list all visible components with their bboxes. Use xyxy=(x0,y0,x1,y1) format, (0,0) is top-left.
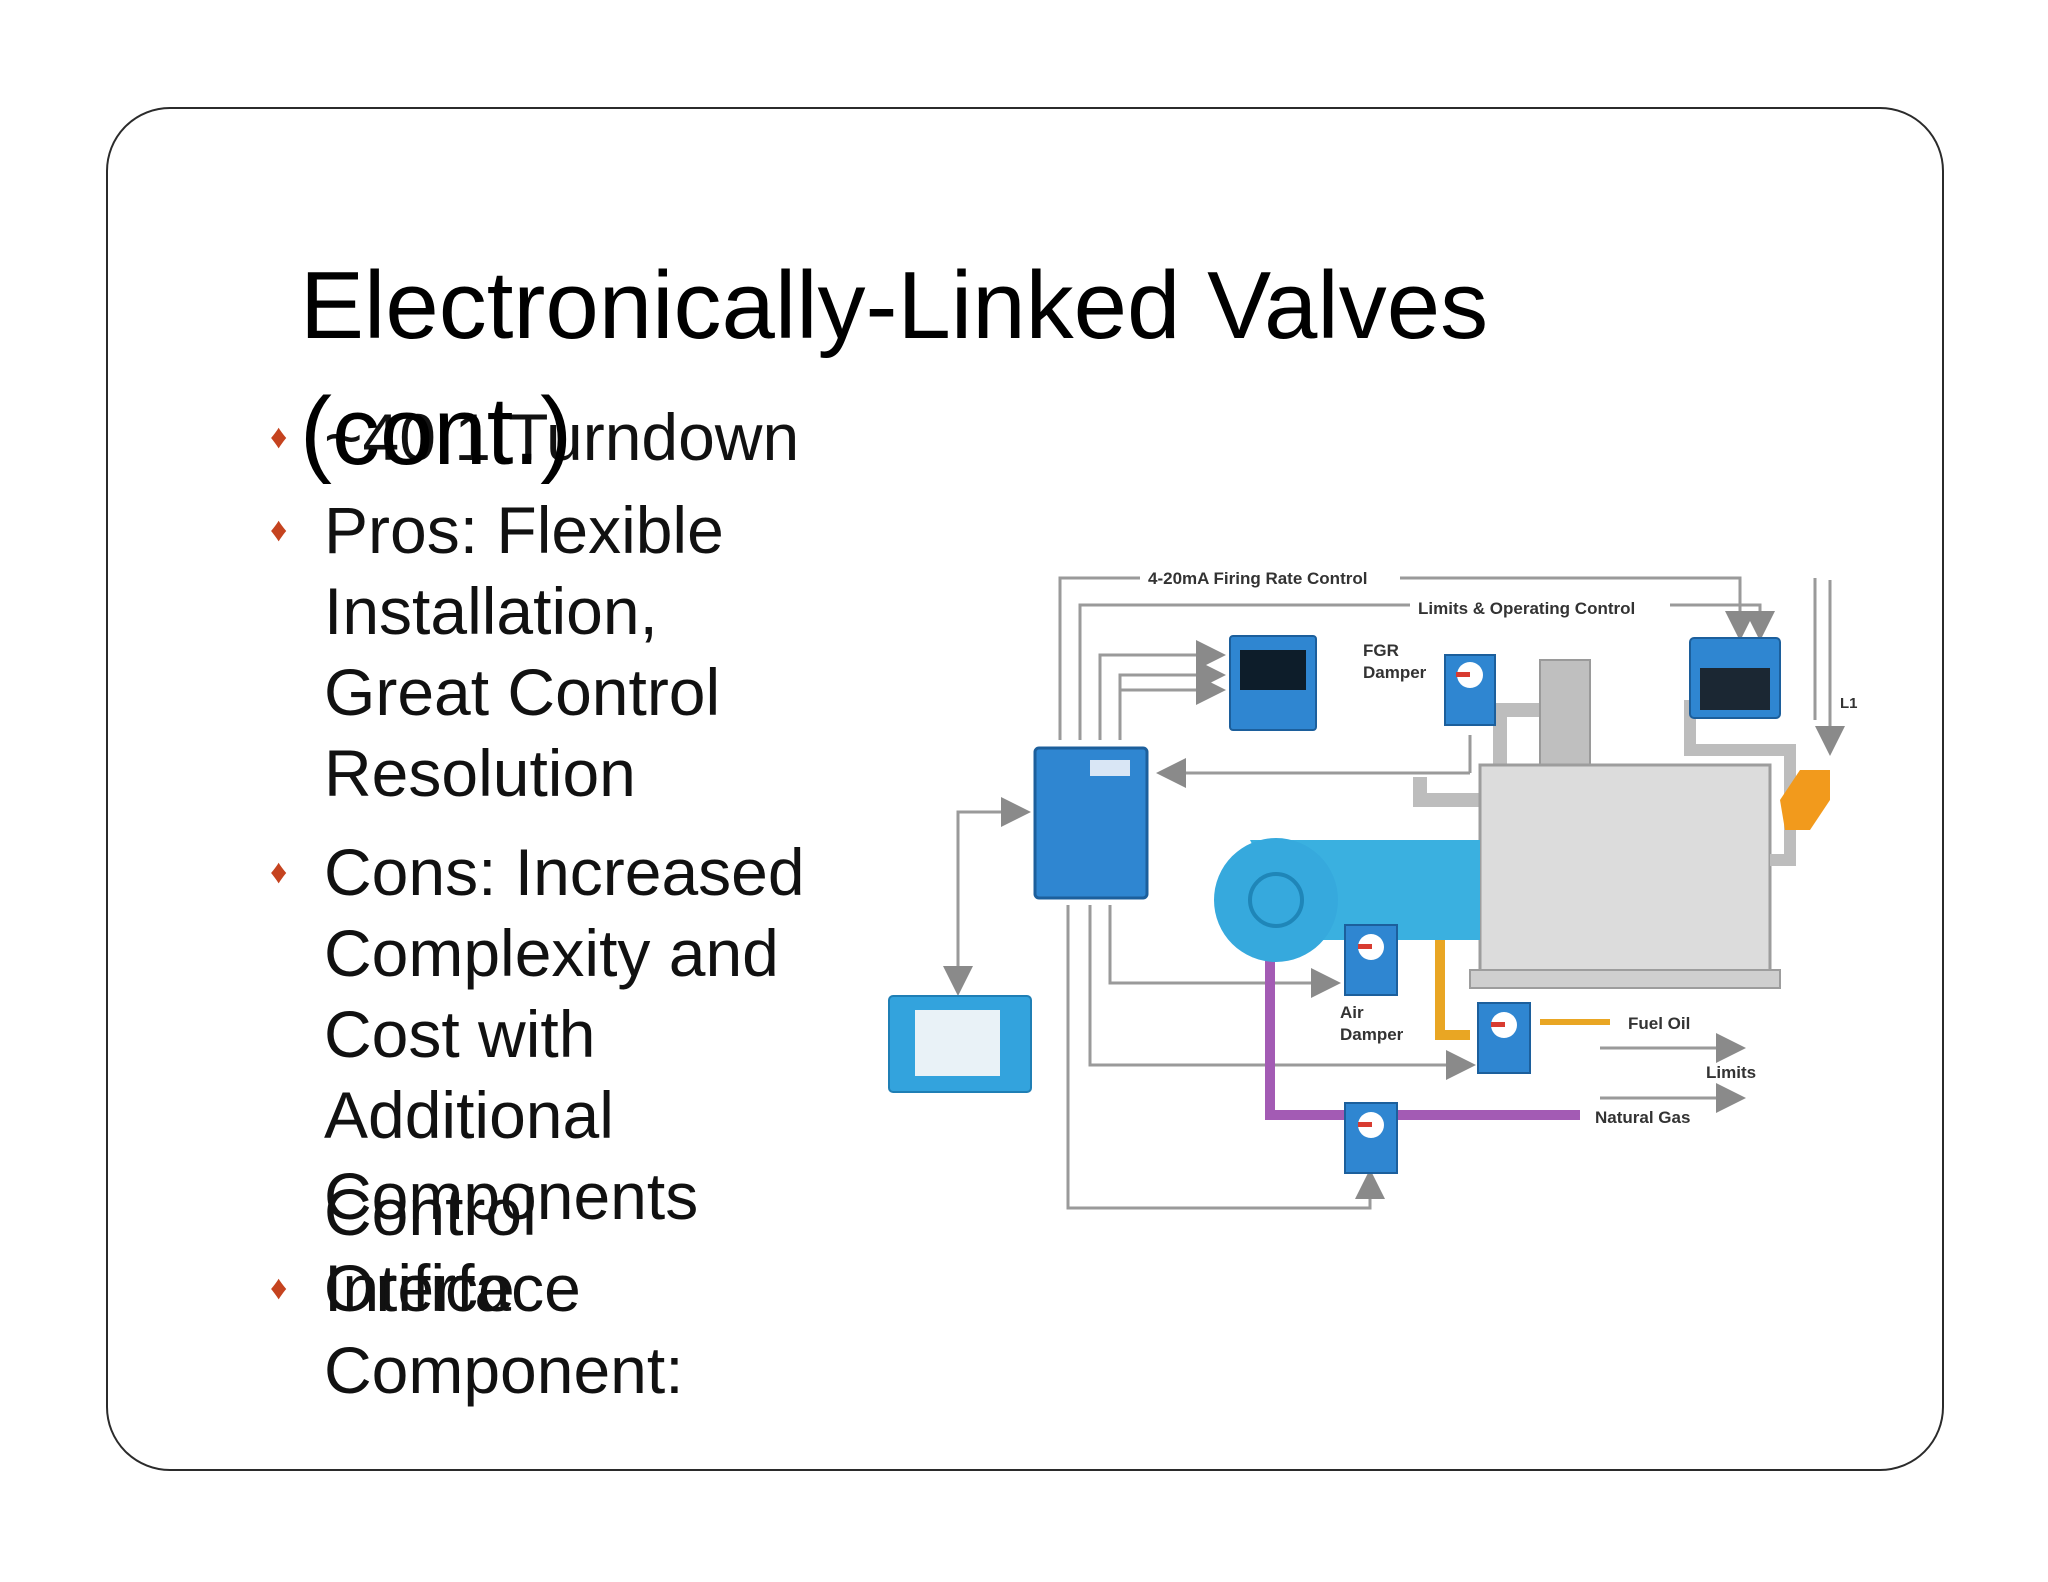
bullet-text: Pros: Flexible Installation, Great Contr… xyxy=(324,493,724,810)
actuator-icon xyxy=(1344,1102,1398,1174)
blower-icon xyxy=(1214,838,1338,962)
bullet-text: Cons: Increased Complexity and Cost with… xyxy=(324,835,805,1233)
natural-gas-label: Natural Gas xyxy=(1595,1108,1690,1127)
natural-gas-line xyxy=(1265,915,1580,1120)
diamond-bullet-icon: ♦ xyxy=(270,418,288,456)
stack-icon xyxy=(1539,659,1591,771)
air-damper-label-line2: Damper xyxy=(1340,1025,1404,1044)
fgr-label-line2: Damper xyxy=(1363,663,1427,682)
limits-operating-label: Limits & Operating Control xyxy=(1418,599,1635,618)
burner-icon xyxy=(1780,770,1830,830)
signal-lines xyxy=(943,576,1845,1210)
actuator-icon xyxy=(1344,924,1398,996)
controller-icon xyxy=(1033,746,1149,900)
system-diagram: 4-20mA Firing Rate Control Limits & Oper… xyxy=(880,555,1880,1235)
actuator-icon xyxy=(1444,654,1496,726)
fuel-oil-label: Fuel Oil xyxy=(1628,1014,1690,1033)
bullet-text: Orifice xyxy=(324,1251,515,1325)
bullet-text: ~40:1 Turndown xyxy=(324,400,800,474)
overlap-control-text: Control xyxy=(324,1175,537,1249)
actuator-icon xyxy=(1477,1002,1531,1074)
l1-label: L1 xyxy=(1840,695,1858,712)
boiler-icon xyxy=(1478,763,1772,977)
firing-rate-label: 4-20mA Firing Rate Control xyxy=(1148,569,1367,588)
diagram-svg: 4-20mA Firing Rate Control Limits & Oper… xyxy=(888,569,1858,1210)
slide-title: Electronically-Linked Valves (cont.) xyxy=(300,252,1489,485)
overlap-component-text: Component: xyxy=(324,1333,684,1407)
diamond-bullet-icon: ♦ xyxy=(270,511,288,549)
limits-label: Limits xyxy=(1706,1063,1756,1082)
diamond-bullet-icon: ♦ xyxy=(270,1269,288,1307)
diamond-bullet-icon: ♦ xyxy=(270,853,288,891)
fgr-label-line1: FGR xyxy=(1363,641,1399,660)
air-damper-label-line1: Air xyxy=(1340,1003,1364,1022)
overlap-interface-text: Interface xyxy=(324,1251,581,1325)
